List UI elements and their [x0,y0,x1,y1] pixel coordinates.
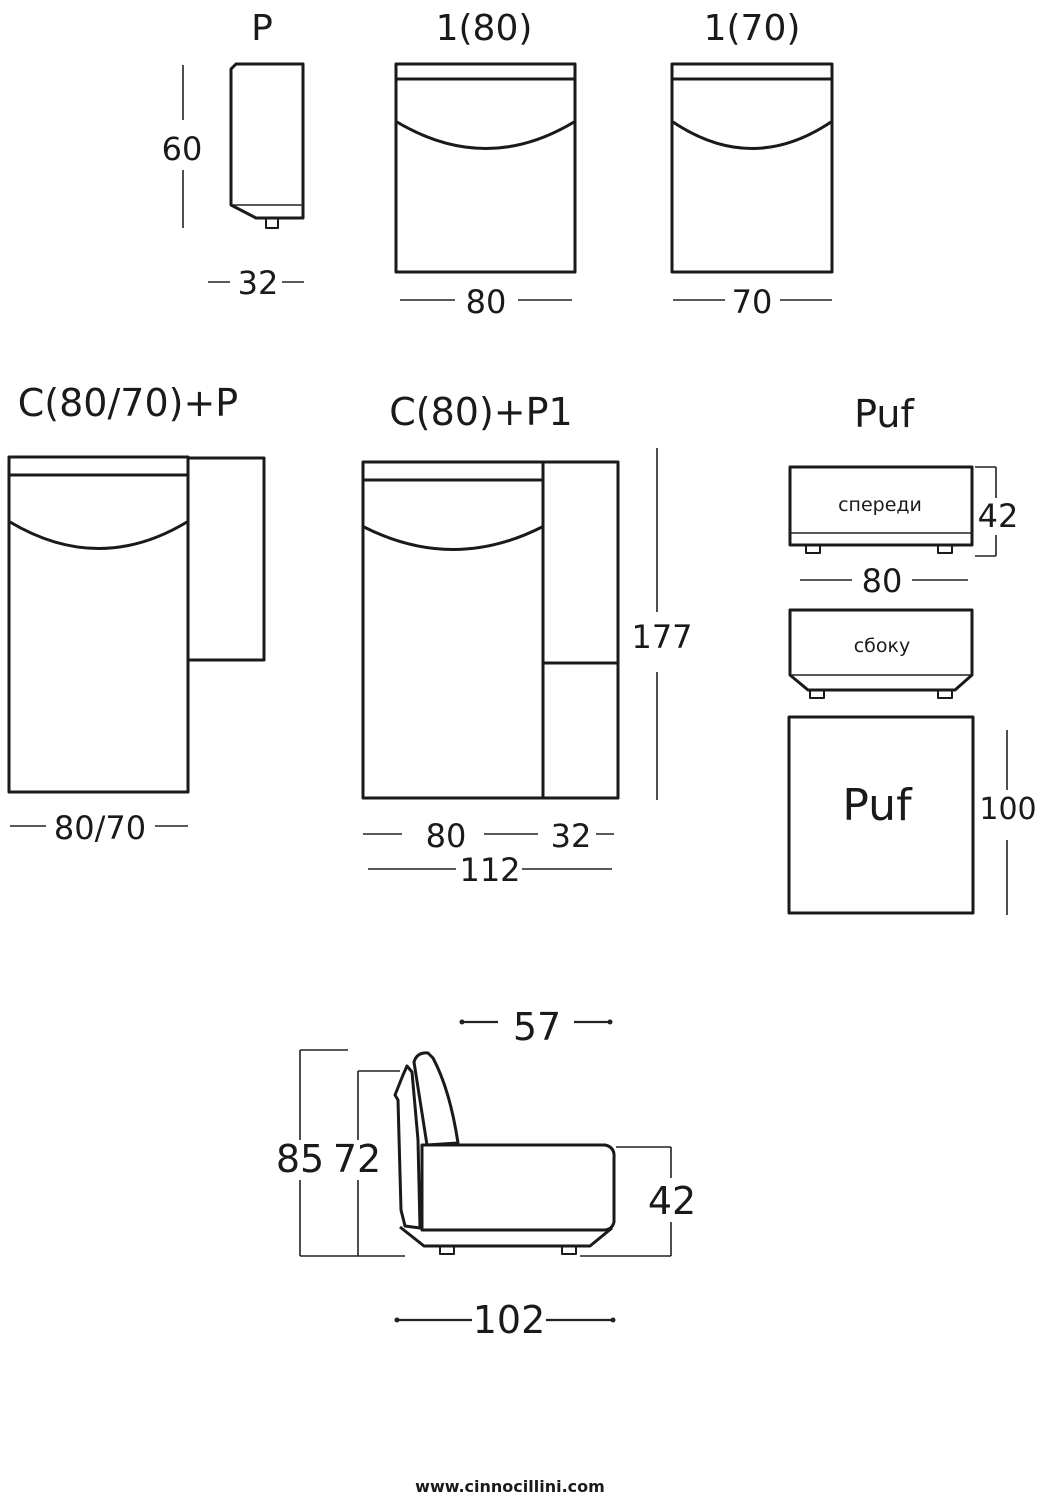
sofa-arm [393,1064,422,1230]
module-p: P 60 32 [162,8,305,302]
puf-side-label: сбоку [854,635,911,657]
side-seat-depth: 57 [513,1005,561,1049]
module-c-80-70-p-title: C(80/70)+P [18,381,238,425]
side-height-arm: 72 [333,1137,381,1181]
side-height-seat: 42 [648,1179,696,1223]
puf-front-label: спереди [838,494,922,516]
module-c-80-p1-seat-width: 80 [426,817,467,855]
module-p-shape [229,62,305,220]
puf-top-depth: 100 [979,792,1036,827]
module-c-80-p1-depth: 177 [631,618,692,656]
module-c-80-70-p-width: 80/70 [54,809,146,847]
sofa-seat [420,1143,616,1232]
module-c-80-70-p: C(80/70)+P 80/70 [7,381,266,847]
module-1-80-title: 1(80) [436,8,533,49]
side-depth-total: 102 [473,1298,546,1342]
module-1-70-title: 1(70) [704,8,801,49]
puf-front-height: 42 [978,497,1019,535]
footer-url[interactable]: www.cinnocillini.com [415,1477,605,1496]
module-1-70-width: 70 [732,283,773,321]
module-1-80-width: 80 [466,283,507,321]
module-puf-title: Puf [854,392,915,436]
sofa-back-cushion [412,1051,460,1147]
module-p-depth: 60 [162,130,203,168]
puf-top-label: Puf [842,780,913,831]
module-c-80-p1-arm-width: 32 [551,817,592,855]
module-p-title: P [251,8,273,49]
module-c-80-p1-total-width: 112 [459,851,520,889]
module-c-80-p1-title: C(80)+P1 [389,390,572,434]
module-1-80: 1(80) 80 [394,8,577,321]
module-1-70: 1(70) 70 [670,8,834,321]
module-p-width: 32 [238,264,279,302]
module-puf: Puf спереди 42 80 сбоку Puf 100 [787,392,1037,915]
puf-front-width: 80 [862,562,903,600]
side-height-total: 85 [276,1137,324,1181]
side-view: 57 85 72 42 102 [276,1005,696,1342]
module-c-80-p1: C(80)+P1 177 80 32 112 [361,390,693,889]
